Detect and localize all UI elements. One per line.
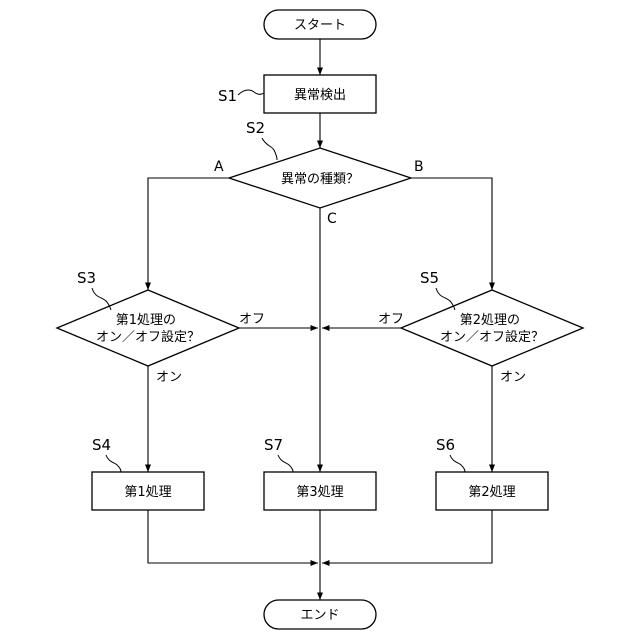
decision-s5-line-2: オン／オフ設定？ [440, 329, 544, 345]
branch-label-s3-off: オフ [239, 312, 265, 327]
process-s6: 第2処理 [436, 472, 548, 510]
decision-s3-line-1: 第1処理の [116, 313, 176, 328]
edge-a-s3 [148, 178, 229, 290]
branch-label-c: C [327, 211, 337, 227]
edge-s6-merge [322, 510, 492, 563]
decision-s5-line-1: 第2処理の [460, 313, 520, 328]
leader-s2 [262, 138, 277, 160]
process-s7: 第3処理 [264, 472, 376, 510]
start-label: スタート [294, 18, 346, 33]
process-s4: 第1処理 [92, 472, 204, 510]
branch-label-s5-on: オン [500, 370, 526, 385]
leader-s1 [238, 90, 264, 95]
decision-s3: 第1処理の オン／オフ設定？ [57, 290, 239, 366]
leader-s6 [450, 455, 465, 472]
edge-s4-merge [148, 510, 318, 563]
step-label-s5: S5 [420, 269, 439, 287]
step-label-s1: S1 [218, 87, 237, 105]
process-s1-label: 異常検出 [294, 88, 346, 103]
process-s7-label: 第3処理 [296, 485, 343, 500]
step-label-s7: S7 [264, 436, 283, 454]
decision-s5: 第2処理の オン／オフ設定？ [401, 290, 583, 366]
branch-label-s5-off: オフ [378, 312, 404, 327]
process-s1: 異常検出 [264, 75, 376, 113]
leader-s4 [106, 455, 121, 472]
end-label: エンド [300, 608, 339, 623]
process-s6-label: 第2処理 [468, 485, 515, 500]
process-s4-label: 第1処理 [124, 485, 171, 500]
start-terminator: スタート [264, 10, 376, 39]
branch-label-b: B [414, 159, 424, 175]
step-label-s3: S3 [77, 269, 96, 287]
step-label-s4: S4 [92, 436, 111, 454]
step-label-s6: S6 [436, 436, 455, 454]
leader-s7 [278, 455, 293, 472]
decision-s2: 異常の種類？ [229, 148, 411, 208]
branch-label-a: A [214, 159, 224, 175]
step-labels: S1 S2 S3 S5 S4 S7 S6 [77, 87, 465, 472]
end-terminator: エンド [264, 600, 376, 629]
branch-label-s3-on: オン [156, 370, 182, 385]
step-label-s2: S2 [246, 119, 265, 137]
decision-s3-line-2: オン／オフ設定？ [96, 329, 200, 345]
decision-s2-label: 異常の種類？ [281, 171, 359, 187]
